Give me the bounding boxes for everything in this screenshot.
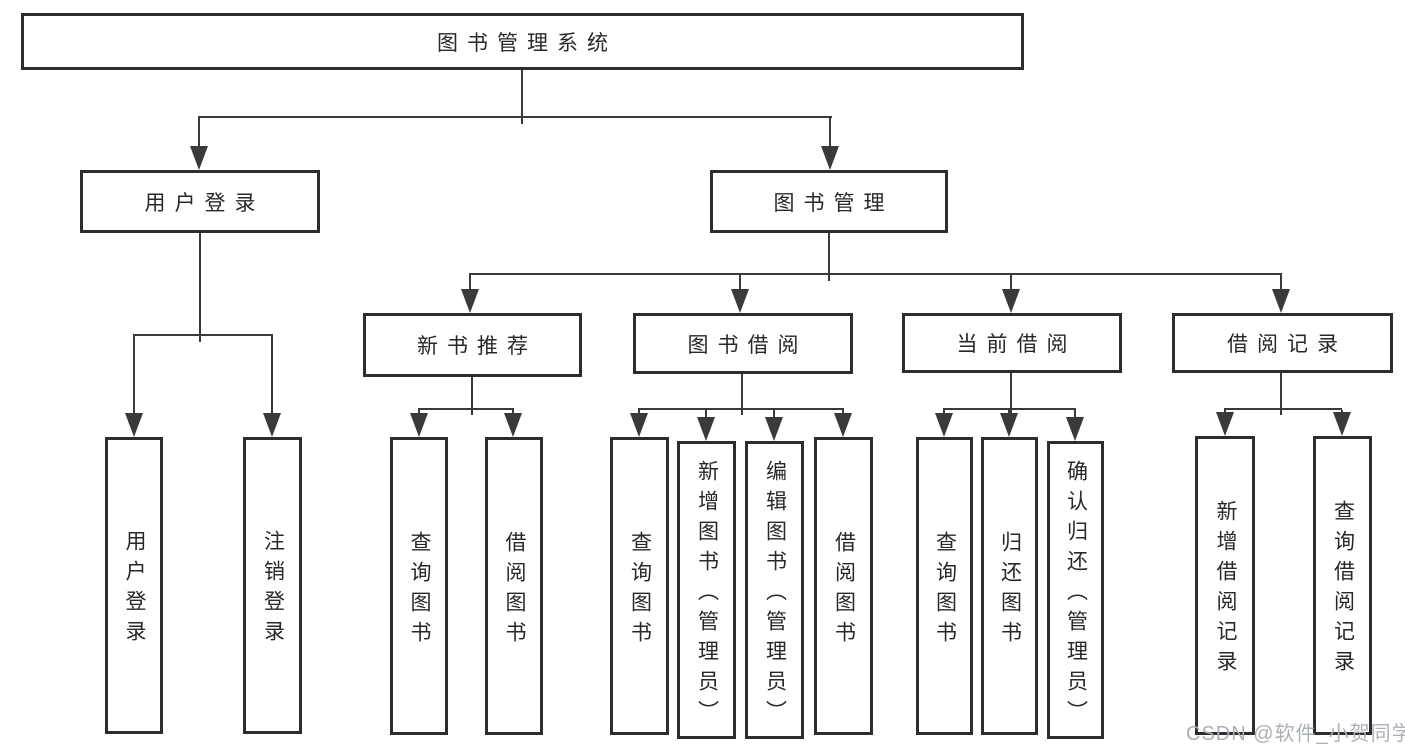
- leaf-label: 查询借阅记录: [1331, 500, 1355, 680]
- leaf-label: 新增图书（管理员）: [695, 459, 719, 730]
- arrowhead-down-icon: [821, 146, 839, 170]
- arrowhead-down-icon: [1000, 413, 1018, 437]
- arrow-stem: [773, 410, 775, 420]
- arrowhead-down-icon: [125, 413, 143, 437]
- node-user-login: 用户登录: [80, 170, 320, 233]
- arrow-stem: [1280, 275, 1282, 291]
- junction-nub: [1280, 410, 1282, 415]
- arrow-stem: [739, 275, 741, 291]
- leaf-label: 编辑图书（管理员）: [763, 459, 787, 730]
- h-line: [198, 116, 832, 118]
- v-line: [828, 233, 830, 275]
- h-line: [1224, 408, 1342, 410]
- junction-nub: [828, 275, 830, 281]
- junction-nub: [471, 410, 473, 415]
- node-label: 图书管理系统: [437, 31, 617, 55]
- node-label: 借阅记录: [1227, 333, 1347, 356]
- arrowhead-down-icon: [1272, 289, 1290, 313]
- leaf-confirm-return-admin: 确认归还（管理员）: [1047, 441, 1104, 739]
- leaf-return-books: 归还图书: [981, 437, 1038, 735]
- leaf-label: 新增借阅记录: [1214, 500, 1237, 680]
- node-label: 当前借阅: [956, 333, 1077, 356]
- node-library-management-system: 图书管理系统: [21, 13, 1024, 70]
- leaf-label: 查询图书: [933, 530, 957, 651]
- leaf-add-borrowing-record: 新增借阅记录: [1195, 436, 1255, 735]
- node-new-book-recommendation: 新书推荐: [363, 313, 582, 377]
- watermark: CSDN @软件_小贺同学: [1186, 723, 1405, 745]
- arrowhead-down-icon: [834, 413, 852, 437]
- arrow-stem: [198, 118, 200, 150]
- leaf-edit-books-admin: 编辑图书（管理员）: [745, 441, 804, 739]
- arrowhead-down-icon: [1066, 417, 1084, 441]
- h-line: [469, 273, 1282, 275]
- arrowhead-down-icon: [630, 413, 648, 437]
- v-line: [199, 233, 201, 336]
- leaf-user-login: 用户登录: [105, 437, 163, 734]
- leaf-query-borrowing-record: 查询借阅记录: [1313, 436, 1372, 735]
- node-label: 图书管理: [773, 191, 894, 215]
- h-line: [133, 334, 273, 336]
- leaf-label: 查询图书: [408, 530, 431, 651]
- arrowhead-down-icon: [461, 289, 479, 313]
- leaf-borrow-books-recommendation: 借阅图书: [485, 437, 543, 735]
- node-label: 图书借阅: [687, 333, 808, 357]
- arrow-stem: [469, 275, 471, 291]
- h-line: [418, 408, 514, 410]
- arrowhead-down-icon: [1216, 412, 1234, 436]
- arrow-stem: [705, 410, 707, 420]
- node-book-borrowing: 图书借阅: [633, 313, 853, 374]
- v-line: [1280, 373, 1282, 410]
- v-line: [741, 374, 743, 410]
- v-line: [471, 377, 473, 410]
- node-current-borrowing: 当前借阅: [902, 313, 1122, 373]
- leaf-label: 借阅图书: [832, 530, 856, 651]
- leaf-add-books-admin: 新增图书（管理员）: [677, 441, 736, 739]
- leaf-label: 归还图书: [998, 530, 1022, 651]
- junction-nub: [741, 410, 743, 415]
- node-label: 新书推荐: [417, 335, 537, 358]
- arrow-stem: [271, 336, 273, 414]
- leaf-logout: 注销登录: [243, 437, 302, 734]
- leaf-label: 确认归还（管理员）: [1064, 459, 1088, 730]
- node-label: 用户登录: [144, 191, 265, 215]
- arrowhead-down-icon: [410, 413, 428, 437]
- arrow-stem: [133, 336, 135, 414]
- leaf-label: 用户登录: [123, 530, 146, 650]
- v-line: [521, 70, 523, 118]
- leaf-label: 借阅图书: [503, 530, 526, 651]
- junction-nub: [199, 336, 201, 342]
- arrowhead-down-icon: [765, 417, 783, 441]
- leaf-query-books-borrowing: 查询图书: [610, 437, 669, 735]
- arrowhead-down-icon: [263, 413, 281, 437]
- arrow-stem: [829, 118, 831, 150]
- node-book-management: 图书管理: [710, 170, 948, 233]
- h-line: [638, 408, 844, 410]
- leaf-label: 注销登录: [261, 530, 285, 650]
- leaf-query-books-current: 查询图书: [916, 437, 973, 735]
- arrowhead-down-icon: [935, 413, 953, 437]
- junction-nub: [1010, 410, 1012, 415]
- arrowhead-down-icon: [1333, 412, 1351, 436]
- leaf-borrow-books: 借阅图书: [814, 437, 873, 735]
- arrowhead-down-icon: [697, 417, 715, 441]
- arrowhead-down-icon: [190, 146, 208, 170]
- arrowhead-down-icon: [731, 289, 749, 313]
- leaf-query-books-recommendation: 查询图书: [390, 437, 448, 735]
- arrowhead-down-icon: [1002, 289, 1020, 313]
- arrow-stem: [1010, 275, 1012, 291]
- arrowhead-down-icon: [504, 413, 522, 437]
- junction-nub: [521, 118, 523, 124]
- h-line: [943, 408, 1076, 410]
- leaf-label: 查询图书: [628, 530, 652, 651]
- arrow-stem: [1074, 410, 1076, 420]
- node-borrowing-records: 借阅记录: [1172, 313, 1393, 373]
- v-line: [1010, 373, 1012, 410]
